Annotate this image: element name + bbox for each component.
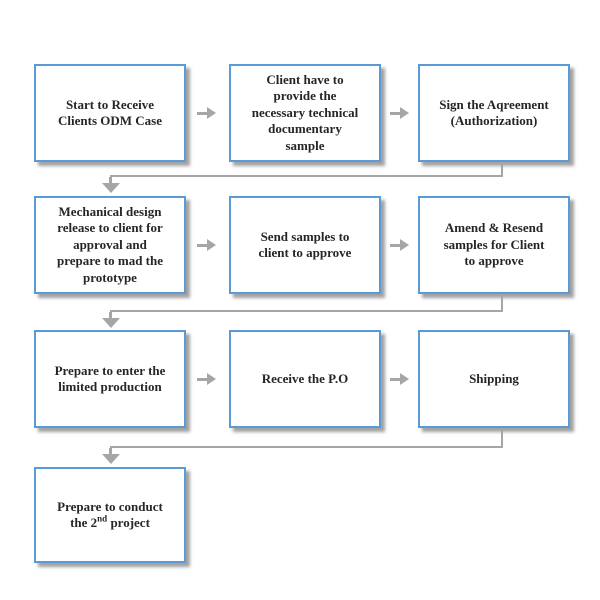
arrow-stem xyxy=(197,378,207,381)
flow-box-label: Receive the P.O xyxy=(261,370,349,386)
flow-box-shipping: Shipping xyxy=(418,330,570,428)
flow-box-label: Mechanical design release to client for … xyxy=(56,203,164,285)
arrow-stem xyxy=(390,112,400,115)
superscript-ordinal: nd xyxy=(97,513,108,524)
arrow-head xyxy=(207,239,216,251)
arrow-head xyxy=(207,373,216,385)
flow-box-client-provide-docs: Client have to provide the necessary tec… xyxy=(229,64,381,162)
connector-horizontal-segment xyxy=(110,310,503,312)
flow-box-label: Client have to provide the necessary tec… xyxy=(251,71,359,153)
flow-box-label: Prepare to conduct the 2nd project xyxy=(57,498,163,531)
arrow-stem xyxy=(197,112,207,115)
connector-vertical-segment xyxy=(501,162,503,177)
connector-vertical-segment xyxy=(501,428,503,448)
arrow-head xyxy=(207,107,216,119)
flow-box-limited-production: Prepare to enter the limited production xyxy=(34,330,186,428)
flow-box-label: Start to Receive Clients ODM Case xyxy=(58,96,162,129)
arrow-stem xyxy=(390,244,400,247)
arrow-head xyxy=(400,107,409,119)
flow-box-second-project: Prepare to conduct the 2nd project xyxy=(34,467,186,563)
arrow-head xyxy=(400,373,409,385)
connector-horizontal-segment xyxy=(110,175,503,177)
connector-stem-segment xyxy=(109,448,112,455)
flow-box-start-receive-odm: Start to Receive Clients ODM Case xyxy=(34,64,186,162)
flow-box-amend-resend-samples: Amend & Resend samples for Client to app… xyxy=(418,196,570,294)
connector-stem-segment xyxy=(109,177,112,184)
down-arrow-icon xyxy=(102,454,120,464)
flow-box-label: Amend & Resend samples for Client to app… xyxy=(443,220,545,269)
arrow-stem xyxy=(390,378,400,381)
connector-horizontal-segment xyxy=(110,446,503,448)
flow-box-label: Shipping xyxy=(469,370,519,386)
connector-stem-segment xyxy=(109,312,112,319)
flow-box-mechanical-design-release: Mechanical design release to client for … xyxy=(34,196,186,294)
flow-box-send-samples: Send samples to client to approve xyxy=(229,196,381,294)
down-arrow-icon xyxy=(102,183,120,193)
arrow-head xyxy=(400,239,409,251)
connector-vertical-segment xyxy=(501,294,503,312)
flow-box-label: Prepare to enter the limited production xyxy=(54,362,166,395)
flow-box-label: Sign the Aqreement (Authorization) xyxy=(439,96,549,129)
down-arrow-icon xyxy=(102,318,120,328)
arrow-stem xyxy=(197,244,207,247)
flow-box-sign-agreement: Sign the Aqreement (Authorization) xyxy=(418,64,570,162)
flow-box-receive-po: Receive the P.O xyxy=(229,330,381,428)
flow-box-label: Send samples to client to approve xyxy=(258,228,352,261)
